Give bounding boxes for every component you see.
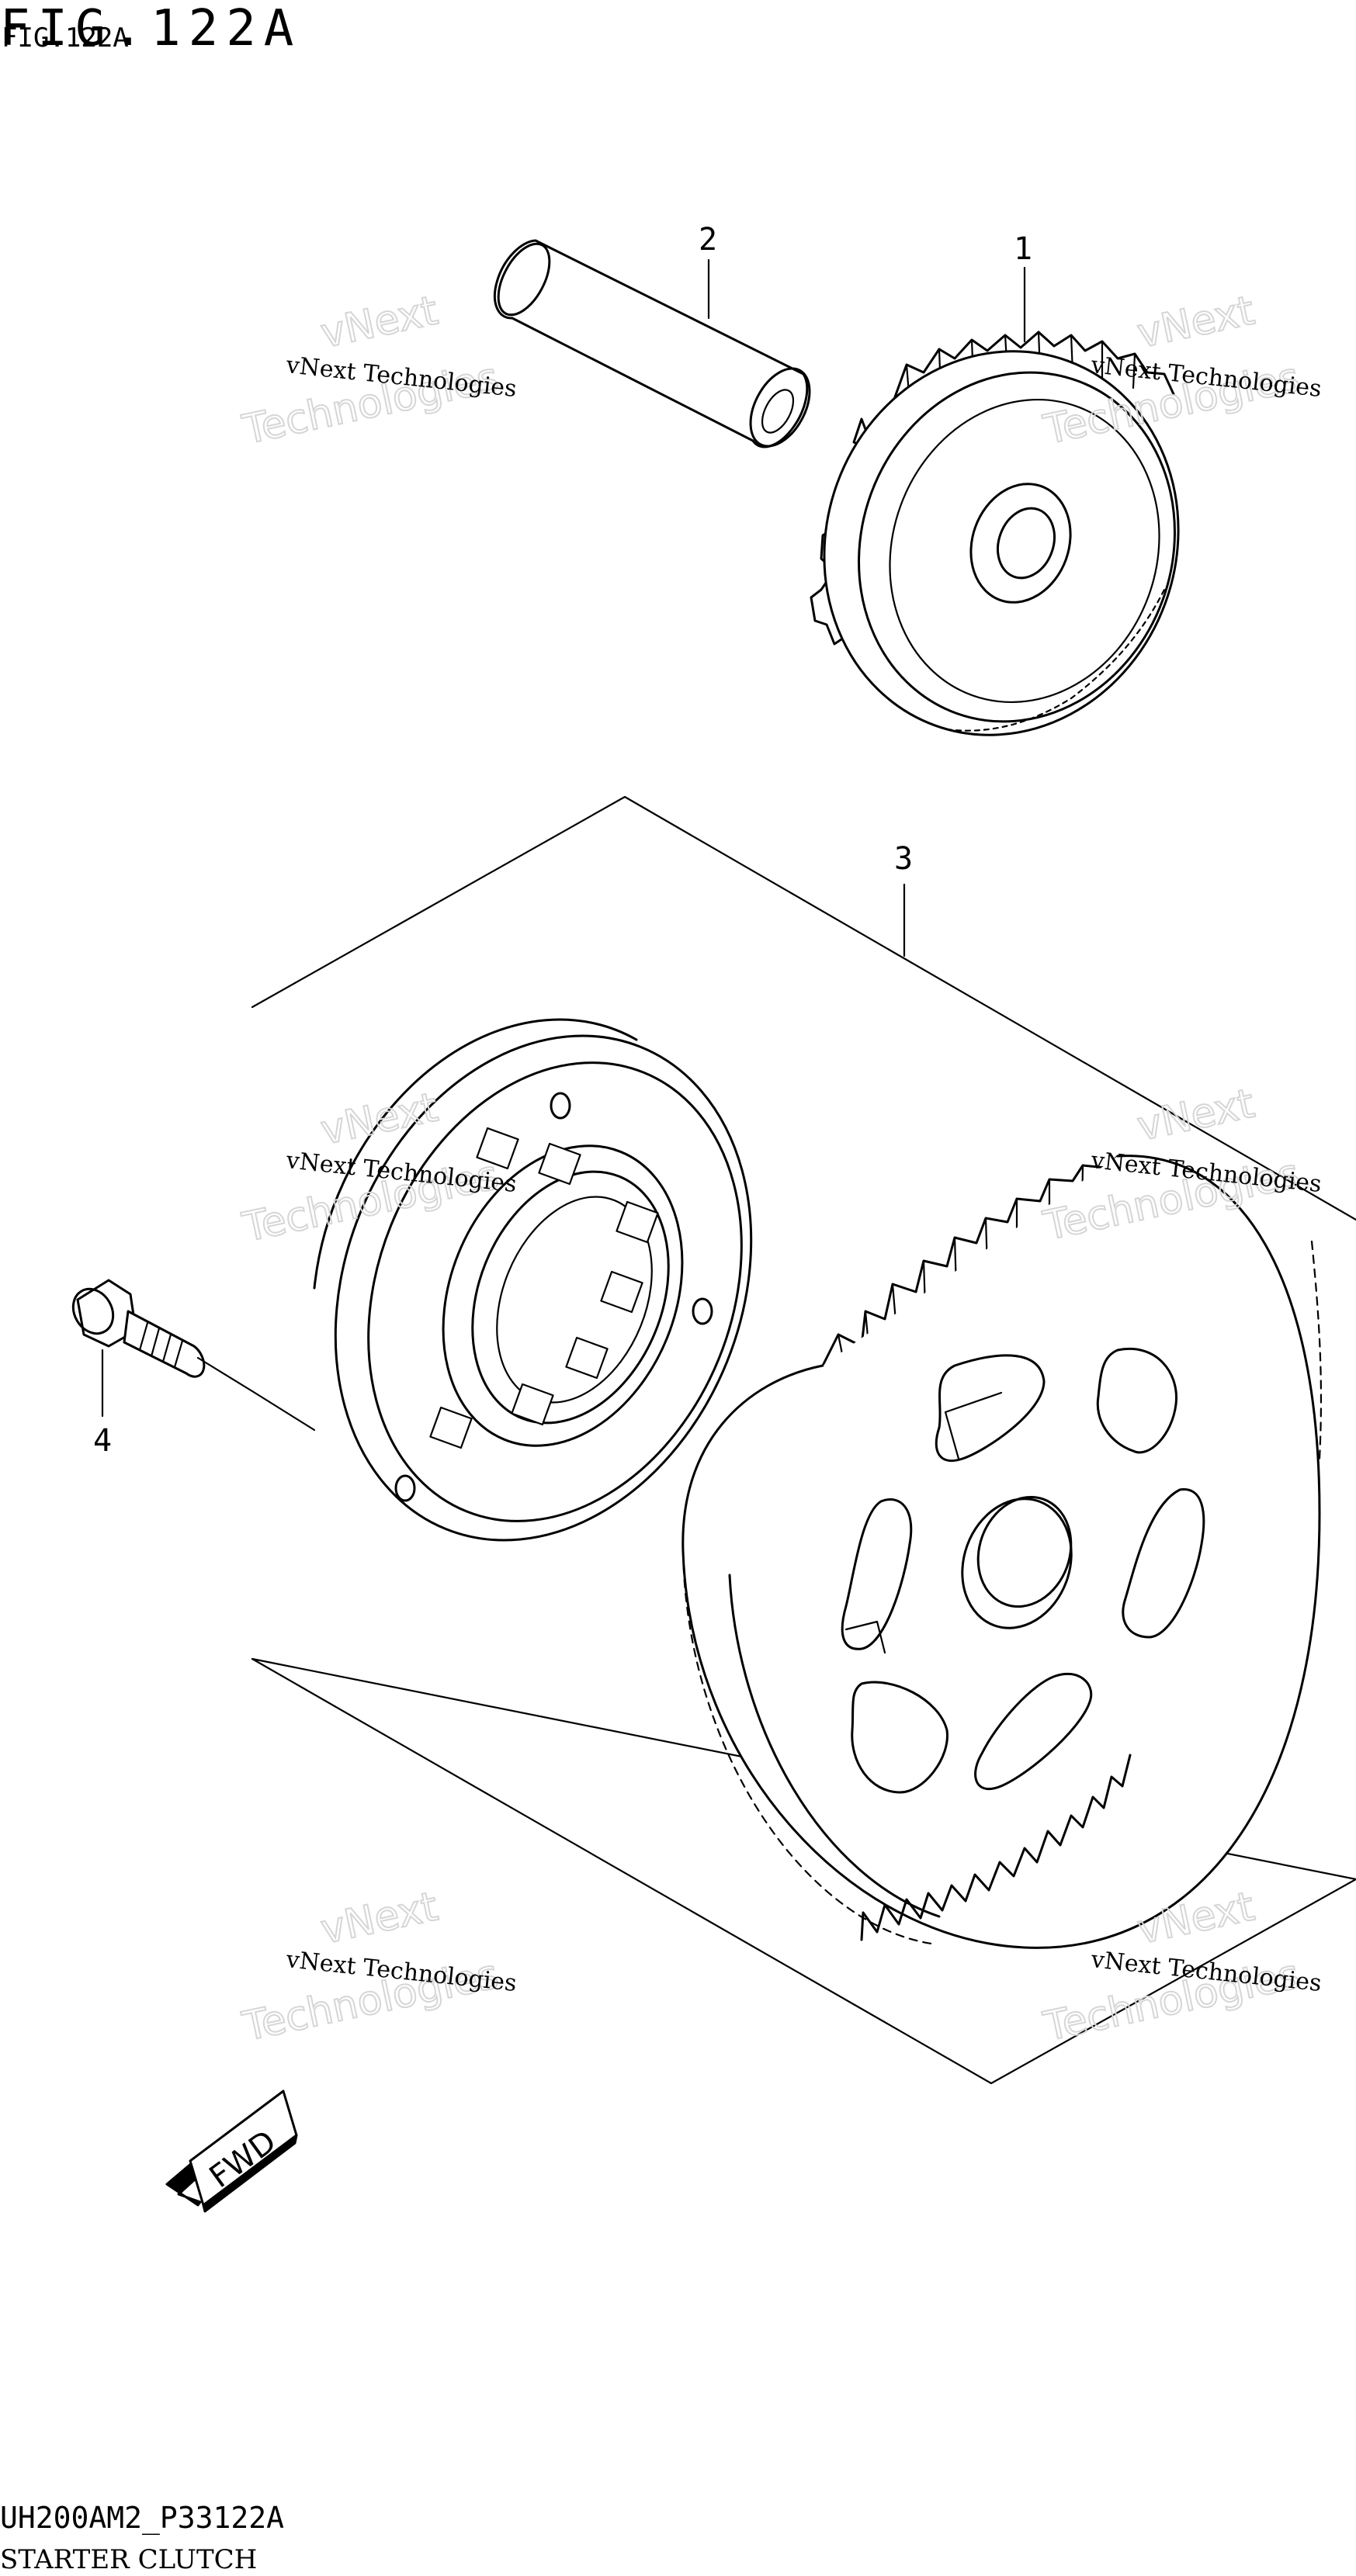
callout-4[interactable]: 4 (93, 1423, 112, 1459)
diagram-section-title: STARTER CLUTCH (0, 2544, 257, 2575)
callout-3[interactable]: 3 (894, 841, 913, 877)
fwd-arrow-icon: FWD (165, 2090, 298, 2213)
part-2-shaft[interactable] (488, 236, 822, 456)
leader-lines (101, 258, 1026, 1432)
watermark-bottom-left: vNext Technologies vNext Technologies (238, 1882, 518, 2051)
svg-text:vNext: vNext (317, 1883, 442, 1953)
watermark-top-left: vNext Technologies vNext Technologies (238, 286, 518, 454)
part-3-one-way-clutch[interactable] (262, 973, 824, 1603)
callout-2[interactable]: 2 (699, 222, 717, 258)
svg-text:vNext: vNext (1133, 1080, 1258, 1150)
svg-text:vNext: vNext (317, 287, 442, 357)
part-1-driven-gear[interactable] (771, 301, 1232, 785)
svg-text:vNext: vNext (1133, 287, 1258, 357)
part-3-starter-ring-gear[interactable] (681, 1155, 1323, 1949)
part-4-bolt[interactable] (65, 1279, 206, 1378)
callout-1[interactable]: 1 (1014, 231, 1032, 267)
diagram-code: UH200AM2_P33122A (0, 2501, 284, 2536)
figure-title-small: FIG.122A (2, 23, 129, 54)
figure-title-large: FIG.122A (0, 0, 301, 57)
